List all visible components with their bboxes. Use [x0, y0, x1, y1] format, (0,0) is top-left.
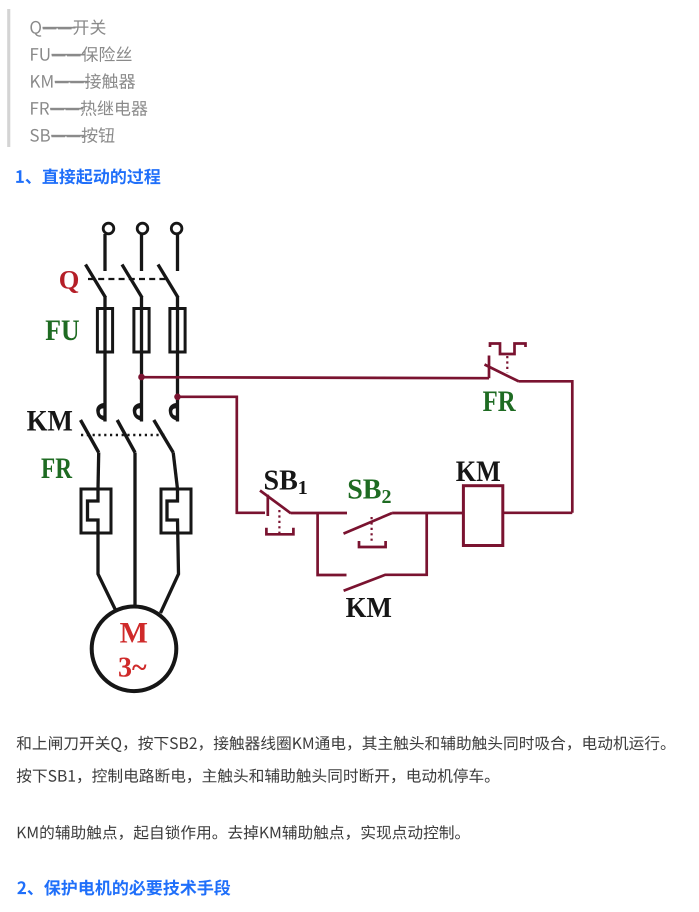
svg-text:FR: FR: [483, 386, 517, 418]
svg-text:3~: 3~: [118, 653, 147, 684]
svg-text:SB1: SB1: [264, 466, 308, 500]
svg-text:KM: KM: [27, 406, 73, 438]
svg-text:FU: FU: [45, 315, 79, 347]
svg-text:KM: KM: [456, 455, 501, 488]
svg-text:SB2: SB2: [347, 475, 391, 509]
svg-text:M: M: [120, 616, 148, 649]
svg-text:FR: FR: [41, 453, 73, 485]
svg-text:Q: Q: [59, 265, 80, 295]
svg-text:KM: KM: [346, 592, 392, 624]
